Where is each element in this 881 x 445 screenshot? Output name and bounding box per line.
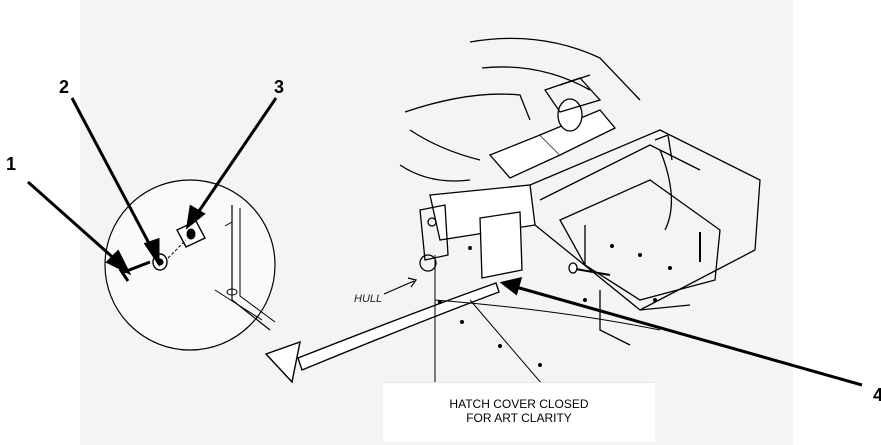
leader-4: [515, 285, 863, 387]
caption-line-1: HATCH COVER CLOSED: [449, 397, 589, 411]
callout-3: 3: [274, 77, 284, 97]
callout-1: 1: [6, 154, 16, 174]
arrowhead-2: [143, 237, 160, 267]
caption-line-2: FOR ART CLARITY: [466, 411, 572, 425]
callout-2: 2: [59, 77, 69, 97]
leader-2: [70, 97, 154, 250]
arrowhead-4: [499, 276, 523, 296]
arrowhead-1: [105, 249, 132, 276]
detail-view-circle: [104, 179, 276, 351]
arrowhead-3: [185, 204, 206, 230]
detail-pointer-arrow: [264, 282, 500, 384]
hull-label: HULL: [354, 293, 382, 305]
caption-box: HATCH COVER CLOSED FOR ART CLARITY: [383, 382, 655, 442]
callout-leaders: [27, 97, 863, 387]
leader-3: [195, 97, 278, 215]
hatch-assembly-drawing: [383, 37, 761, 420]
leader-1: [27, 180, 119, 264]
callout-4: 4: [873, 385, 881, 405]
